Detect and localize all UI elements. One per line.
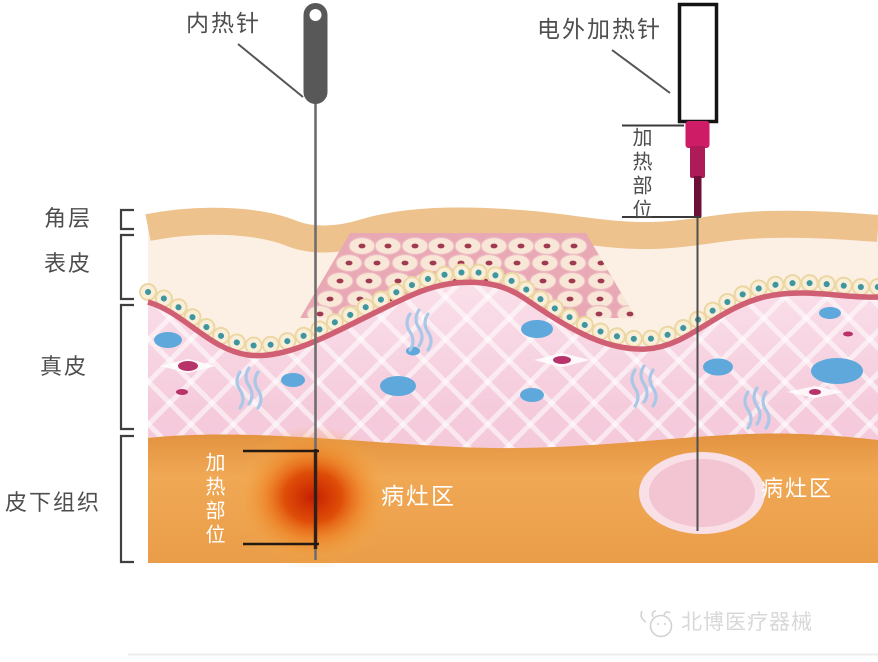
heat-glow: [231, 425, 395, 569]
watermark-brand-text: 北博医疗器械: [681, 611, 813, 634]
lesion-area-right-label: 病灶区: [761, 476, 834, 501]
inner-heat-needle-label: 内热针: [186, 10, 261, 36]
lesion-area-right-shape: [639, 452, 765, 534]
inner-needle-handle-hole: [309, 9, 322, 21]
heating-section-right-label: 加热部位: [629, 127, 651, 223]
external-needle-handle: [677, 2, 719, 124]
dermis-vessels: [154, 307, 863, 402]
skin-cross-section: [148, 207, 878, 569]
bracket-dermis: [119, 303, 134, 431]
bracket-epidermis: [119, 233, 134, 301]
watermark-logo-icon: [640, 610, 673, 638]
inner-needle-handle: [303, 3, 328, 104]
dermis-fibroblasts: [160, 331, 853, 398]
bracket-stratum-corneum: [119, 208, 134, 231]
layer-label-epidermis: 表皮: [44, 251, 93, 276]
external-needle-pointer-line: [611, 49, 671, 94]
inner-heat-needle: [237, 3, 328, 560]
stratum-corneum-layer: [145, 207, 878, 253]
lesion-area-left-label: 病灶区: [381, 483, 456, 509]
bracket-subcutaneous: [119, 434, 134, 564]
layer-label-subcutaneous: 皮下组织: [5, 490, 102, 515]
layer-label-stratum-corneum: 角层: [44, 206, 93, 231]
external-heating-needle: [611, 2, 719, 531]
external-needle-heated-segment: [694, 176, 702, 217]
external-needle-hub-upper: [685, 121, 710, 148]
heating-section-left-label: 加热部位: [202, 452, 224, 548]
external-heating-needle-label: 电外加热针: [537, 16, 662, 42]
layer-label-dermis: 真皮: [40, 354, 89, 379]
external-needle-hub-mid: [690, 146, 705, 178]
inner-needle-pointer-line: [237, 43, 304, 98]
layer-brackets: [119, 208, 134, 564]
